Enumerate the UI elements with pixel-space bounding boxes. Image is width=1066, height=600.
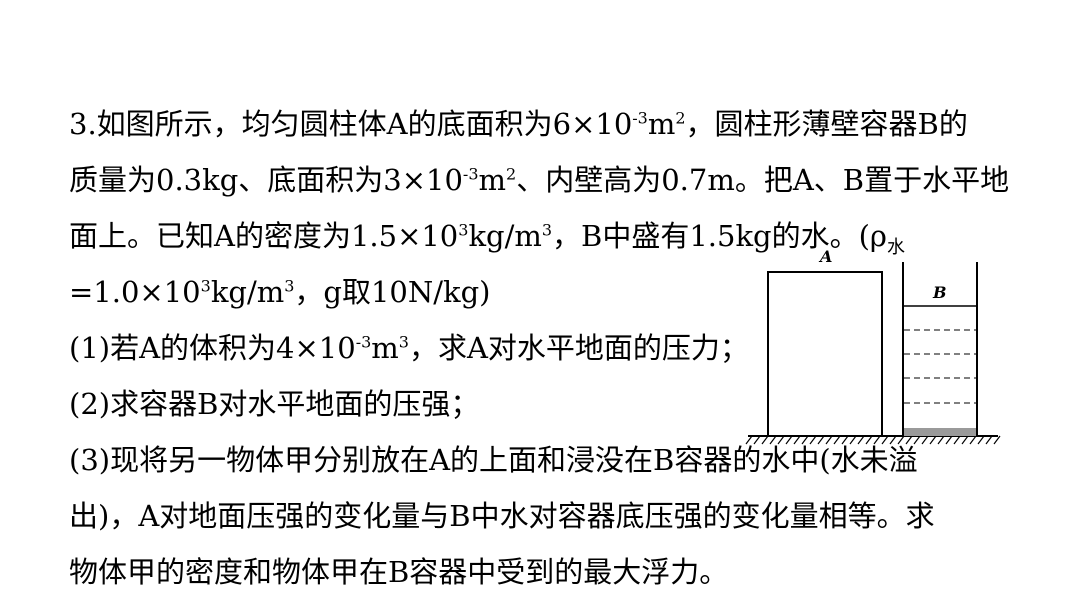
- text-segment: 面上。已知A的密度为1.5×10: [69, 219, 459, 253]
- ground: [745, 435, 1001, 445]
- superscript: -3: [632, 108, 648, 128]
- text-segment: ，B中盛有1.5kg的水。(ρ: [552, 219, 887, 253]
- problem-line-3: 面上。已知A的密度为1.5×103kg/m3，B中盛有1.5kg的水。(ρ水: [69, 214, 905, 258]
- superscript: 2: [506, 164, 517, 184]
- text-segment: m: [647, 107, 676, 141]
- water-lines: [904, 329, 976, 404]
- question-2: (2)求容器B对水平地面的压强；: [69, 387, 480, 421]
- superscript: 3: [284, 276, 295, 296]
- question-1: (1)若A的体积为4×10-3m3，求A对水平地面的压力；: [69, 326, 749, 370]
- text-segment: m: [371, 331, 399, 365]
- label-b: B: [932, 283, 947, 302]
- question-3-line-1: (3)现将另一物体甲分别放在A的上面和浸没在B容器的水中(水未溢: [69, 443, 918, 477]
- text-segment: =1.0×10: [69, 275, 201, 309]
- label-a: A: [818, 247, 832, 266]
- cylinder-a: [767, 271, 883, 437]
- problem-line-4: =1.0×103kg/m3，g取10N/kg): [69, 270, 490, 314]
- text-segment: ，g取10N/kg): [294, 275, 491, 309]
- superscript: 3: [398, 332, 409, 352]
- superscript: -3: [355, 332, 372, 352]
- ground-hatching: [745, 435, 1001, 445]
- superscript: 3: [541, 220, 553, 240]
- text-segment: ，求A对水平地面的压力；: [408, 331, 749, 365]
- container-b: [902, 262, 978, 436]
- text-segment: kg/m: [468, 219, 542, 253]
- question-3-line-3: 物体甲的密度和物体甲在B容器中受到的最大浮力。: [69, 555, 729, 589]
- superscript: 3: [458, 220, 469, 240]
- superscript: 3: [200, 276, 211, 296]
- text-segment: (1)若A的体积为4×10: [69, 331, 356, 365]
- superscript: 2: [675, 108, 686, 128]
- text-segment: ，圆柱形薄壁容器B的: [685, 107, 968, 141]
- superscript: -3: [462, 164, 479, 184]
- text-segment: 质量为0.3kg、底面积为3×10: [69, 163, 463, 197]
- subscript: 水: [886, 236, 905, 258]
- text-segment: 、内壁高为0.7m。把A、B置于水平地: [516, 163, 1010, 197]
- question-3-line-2: 出)，A对地面压强的变化量与B中水对容器底压强的变化量相等。求: [69, 499, 935, 533]
- text-segment: kg/m: [210, 275, 285, 309]
- text-segment: 3.如图所示，均匀圆柱体A的底面积为6×10: [69, 107, 633, 141]
- text-segment: m: [478, 163, 507, 197]
- container-b-base: [904, 428, 976, 436]
- problem-line-1: 3.如图所示，均匀圆柱体A的底面积为6×10-3m2，圆柱形薄壁容器B的: [69, 102, 968, 146]
- problem-line-2: 质量为0.3kg、底面积为3×10-3m2、内壁高为0.7m。把A、B置于水平地: [69, 158, 1009, 202]
